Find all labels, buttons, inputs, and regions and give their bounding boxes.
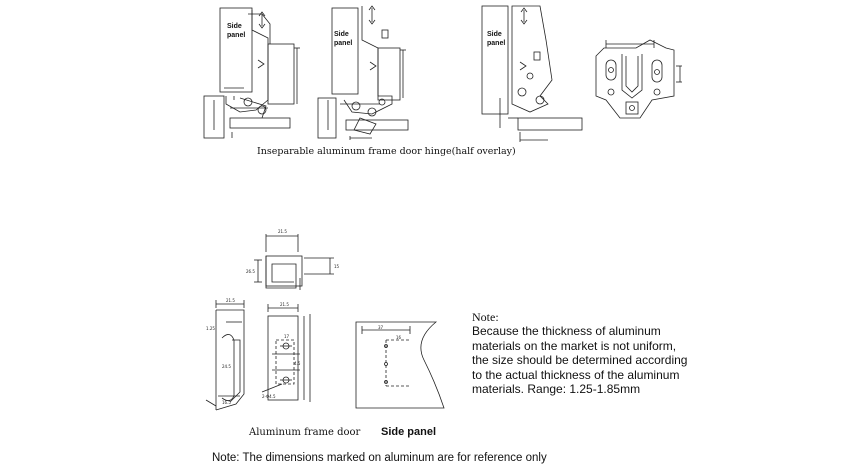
dim-door-hole-spacing: 4.5 — [294, 361, 301, 366]
dim-profile-right: 15 — [334, 264, 340, 269]
hinge-drawing-3 — [481, 5, 583, 142]
dim-panel-side: 16 — [396, 335, 402, 340]
footer-note: Note: The dimensions marked on aluminum … — [212, 452, 547, 464]
side-panel-drawing — [355, 321, 445, 409]
dim-frame-width: 21.5 — [226, 298, 235, 303]
hinge-caption: Inseparable aluminum frame door hinge(ha… — [257, 146, 516, 157]
note-line-1: Because the thickness of aluminum — [472, 324, 661, 338]
dim-frame-edge: 1.25 — [206, 326, 215, 331]
note-heading: Note: — [472, 310, 499, 324]
dim-frame-bottom: 16.5 — [222, 400, 231, 405]
dim-panel-top: 37 — [378, 325, 384, 330]
mounting-plate-drawing — [595, 39, 682, 119]
dim-door-top: 21.5 — [280, 302, 289, 307]
door-front-drawing — [261, 304, 311, 402]
note-line-5: materials. Range: 1.25-1.85mm — [472, 382, 641, 396]
dim-door-hole-label: 2-Φ4.5 — [262, 394, 276, 399]
aluminum-frame-door-caption: Aluminum frame door — [249, 427, 361, 438]
hinge-drawing-1 — [203, 7, 300, 139]
side-panel-label-3: Side panel — [487, 31, 506, 47]
dim-profile-top: 21.5 — [278, 229, 287, 234]
dim-frame-height: 24.5 — [222, 364, 231, 369]
dim-profile-height: 26.5 — [246, 269, 255, 274]
note-line-2: materials on the market is not uniform, — [472, 338, 677, 353]
hinge-drawing-2 — [317, 5, 409, 140]
side-panel-label-1: Side panel — [227, 23, 246, 39]
side-panel-caption: Side panel — [381, 426, 437, 438]
dim-door-edge: 17 — [284, 334, 290, 339]
note-line-3: the size should be determined according — [472, 353, 688, 367]
aluminum-profile-drawing — [254, 234, 334, 290]
note-line-4: to the actual thickness of the aluminum — [472, 367, 680, 382]
side-panel-label-2: Side panel — [334, 31, 353, 47]
aluminum-frame-door-drawing — [205, 300, 245, 411]
